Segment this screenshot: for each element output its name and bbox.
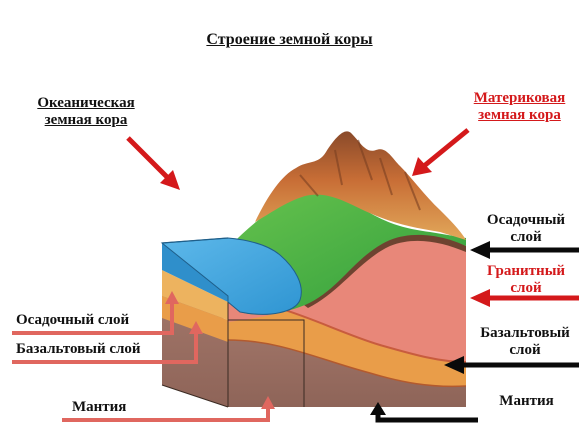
granite-label-line1: Гранитный (470, 263, 579, 280)
granite-label: Гранитный слой (470, 263, 579, 298)
granite-label-line2: слой (470, 280, 579, 297)
basalt-label-right: Базальтовый слой (466, 325, 579, 360)
mantle-label-left: Мантия (72, 399, 126, 416)
sedimentary-label-left: Осадочный слой (16, 312, 129, 329)
diagram-title: Строение земной коры (0, 31, 579, 49)
oceanic-crust-label: Океаническая земная кора (18, 95, 154, 130)
basalt-label-right-line2: слой (466, 342, 579, 359)
continental-crust-arrow (424, 130, 468, 166)
continental-crust-label: Материковая земная кора (452, 90, 579, 125)
basalt-label-right-line1: Базальтовый (466, 325, 579, 342)
oceanic-crust-label-line2: земная кора (18, 112, 154, 129)
sedimentary-label-right: Осадочный слой (470, 212, 579, 247)
oceanic-crust-label-line1: Океаническая (18, 95, 154, 112)
mantle-arrow-right (378, 410, 478, 420)
sedimentary-label-right-line2: слой (470, 229, 579, 246)
continental-crust-label-line2: земная кора (452, 107, 579, 124)
oceanic-crust-arrow (128, 138, 170, 180)
sedimentary-label-right-line1: Осадочный (470, 212, 579, 229)
basalt-label-left: Базальтовый слой (16, 341, 141, 358)
continental-crust-label-line1: Материковая (452, 90, 579, 107)
mantle-label-right: Мантия (484, 393, 569, 410)
